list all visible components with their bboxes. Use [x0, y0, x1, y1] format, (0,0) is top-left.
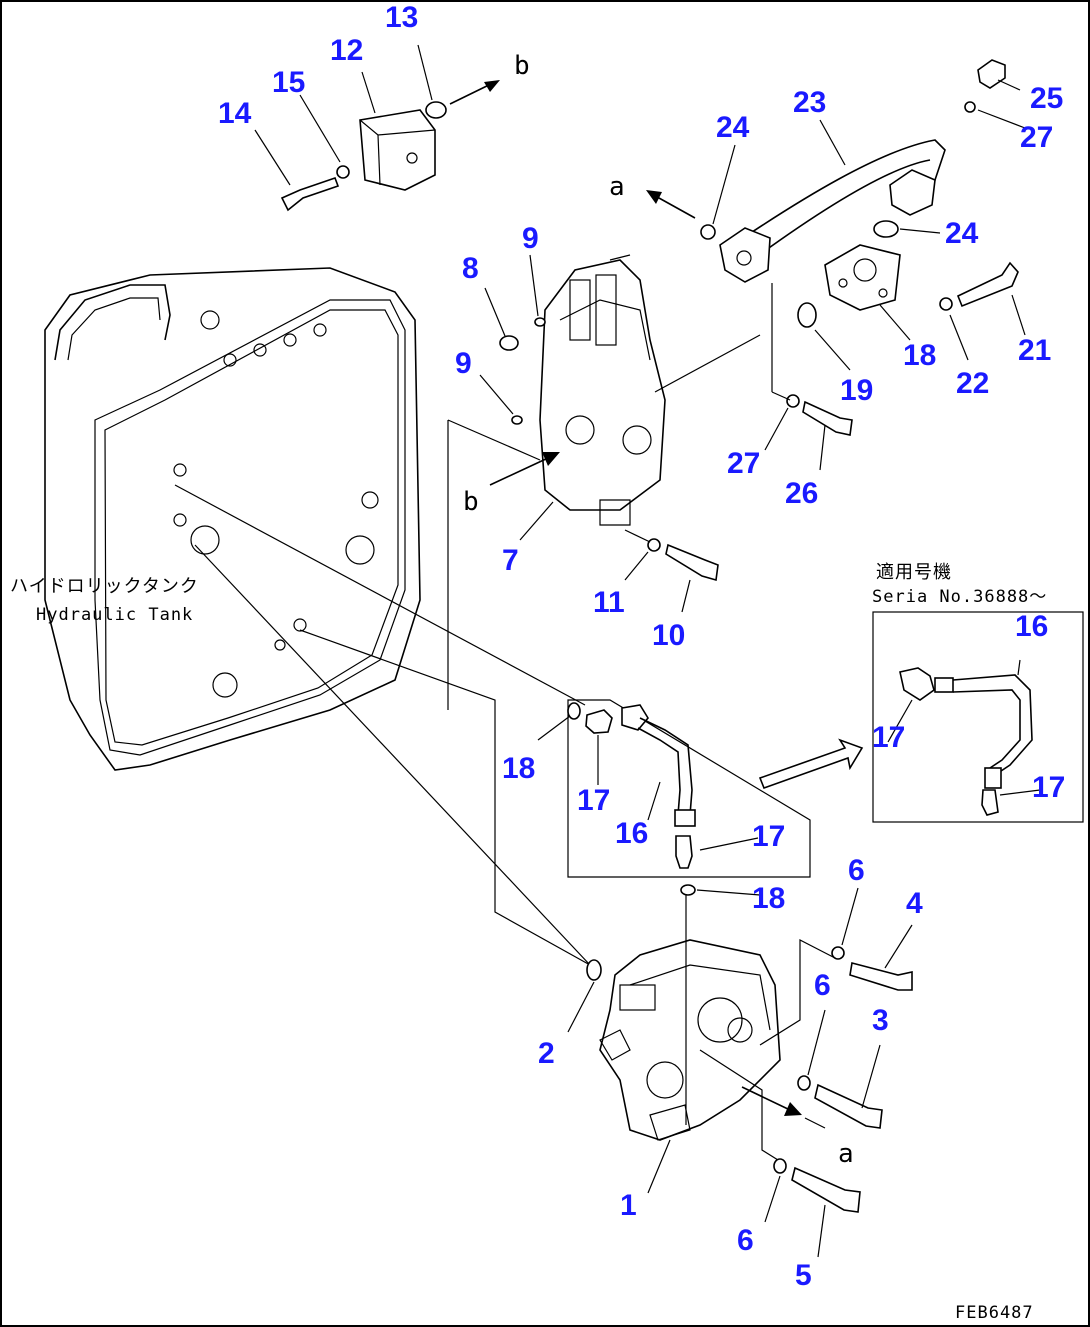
- diagram-code: FEB6487: [955, 1303, 1034, 1323]
- callout-16b: 16: [1015, 610, 1048, 643]
- callout-18b: 18: [752, 882, 785, 915]
- callout-3: 3: [872, 1004, 889, 1037]
- callout-17d: 17: [1032, 771, 1065, 804]
- callout-24b: 24: [945, 217, 979, 250]
- part-12-block: [359, 109, 436, 191]
- part-1-pump: [599, 939, 781, 1141]
- part-23-pipe: [719, 139, 946, 283]
- callout-14: 14: [218, 97, 252, 130]
- hydraulic-tank: [44, 267, 421, 771]
- callout-5: 5: [795, 1259, 812, 1292]
- callout-27b: 27: [727, 447, 760, 480]
- callout-24a: 24: [716, 111, 750, 144]
- callout-6a: 6: [848, 854, 865, 887]
- callout-8: 8: [462, 252, 479, 285]
- callout-2: 2: [538, 1037, 555, 1070]
- callout-27a: 27: [1020, 121, 1053, 154]
- callout-13: 13: [385, 1, 418, 34]
- callout-7: 7: [502, 544, 519, 577]
- tank-label-en: Hydraulic Tank: [36, 605, 193, 625]
- callout-labels: 13 12 15 14 24 23 25 27 24 9 8 9 21 18 2…: [218, 1, 1065, 1292]
- callout-6c: 6: [737, 1224, 754, 1257]
- callout-26: 26: [785, 477, 818, 510]
- callout-25: 25: [1030, 82, 1063, 115]
- serial-label-jp: 適用号機: [876, 562, 952, 583]
- callout-18a: 18: [502, 752, 535, 785]
- arrow-letter-b-valve: b: [463, 487, 479, 517]
- arrow-letter-a-pump: a: [838, 1139, 854, 1169]
- callout-4: 4: [906, 887, 923, 920]
- callout-10: 10: [652, 619, 685, 652]
- callout-12: 12: [330, 34, 363, 67]
- tank-label-jp: ハイドロリックタンク: [10, 576, 199, 597]
- callout-17a: 17: [577, 784, 610, 817]
- callout-21: 21: [1018, 334, 1051, 367]
- callout-17b: 17: [752, 820, 785, 853]
- callout-17c: 17: [872, 721, 905, 754]
- callout-16a: 16: [615, 817, 648, 850]
- callout-15: 15: [272, 66, 305, 99]
- leader-lines: [254, 44, 1041, 1258]
- callout-22: 22: [956, 367, 989, 400]
- callout-19: 18: [903, 339, 936, 372]
- callout-6b: 6: [814, 969, 831, 1002]
- callout-9b: 9: [455, 347, 472, 380]
- part-19-block: [824, 244, 901, 311]
- callout-9a: 9: [522, 222, 539, 255]
- callout-23: 23: [793, 86, 826, 119]
- arrow-letter-b-top: b: [514, 51, 530, 81]
- callout-20: 19: [840, 374, 873, 407]
- serial-label-en: Seria No.36888～: [872, 587, 1047, 607]
- callout-1: 1: [620, 1189, 637, 1222]
- part-7-valve: [539, 254, 666, 526]
- arrow-letter-a-top: a: [609, 172, 625, 202]
- callout-11: 11: [593, 586, 625, 619]
